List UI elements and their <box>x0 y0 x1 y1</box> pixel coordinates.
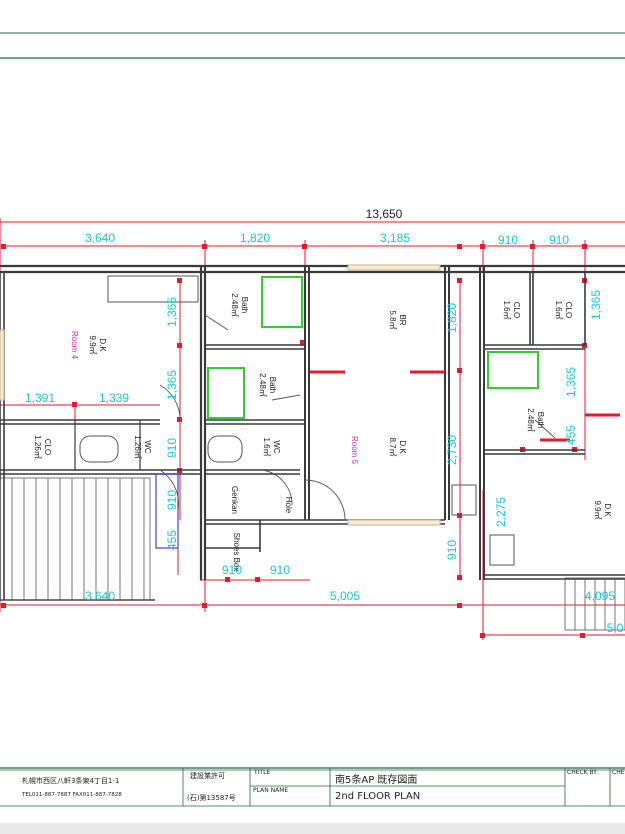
toilet-2 <box>207 435 243 463</box>
room-area: 9.9㎡ <box>593 500 602 519</box>
dim-v-7: 2,730 <box>445 435 459 465</box>
stairs <box>0 477 625 631</box>
permit-number: (石)第13587号 <box>187 794 236 802</box>
dim-v-1: 1,365 <box>165 297 179 327</box>
dim-bottom-1: 3,640 <box>85 589 115 603</box>
dim-small-2: 1,339 <box>99 391 129 405</box>
room-labels: D.K 9.9㎡ Bath 2.48㎡ BR 5.8㎡ CLO 1.6㎡ CLO… <box>33 293 612 571</box>
sink-1 <box>451 484 477 516</box>
walls <box>0 264 625 601</box>
dim-top-5: 910 <box>549 233 569 247</box>
dim-small-1: 1,391 <box>25 391 55 405</box>
room-name: Bath <box>268 377 277 393</box>
viewer-bottom-band <box>0 823 625 834</box>
bathtub-3 <box>487 351 539 389</box>
dim-top-2: 1,820 <box>240 231 270 245</box>
dim-top-4: 910 <box>498 233 518 247</box>
room-name: D.K <box>603 503 612 517</box>
room-tags: Room 4 Room 5 <box>70 331 359 465</box>
dim-v-2: 1,365 <box>165 370 179 400</box>
room-name: D.K <box>98 338 107 352</box>
room-area: 1.6㎡ <box>502 300 511 319</box>
room-tag: Room 4 <box>70 331 79 360</box>
dim-small-4: 910 <box>270 563 290 577</box>
room-name: D.K <box>398 440 407 454</box>
room-name: Bath <box>536 412 545 428</box>
door-swings <box>159 314 556 521</box>
company-contact: TEL011-887-7887 FAX011-887-7828 <box>22 792 122 798</box>
label-hole: Hole <box>284 497 293 514</box>
room-area: 2.48㎡ <box>526 408 535 432</box>
dim-v-10: 1,365 <box>589 290 603 320</box>
room-name: CLO <box>43 439 52 455</box>
dim-bottom-3: 4,095 <box>585 589 615 603</box>
title-label: TITLE <box>254 769 271 776</box>
kitchen-counter <box>107 275 199 303</box>
room-name: WC <box>272 440 281 454</box>
room-area: 1.6㎡ <box>262 437 271 456</box>
check-label-cut: CHE <box>612 769 625 776</box>
sheet-frame <box>0 32 625 769</box>
partition-stubs <box>310 370 620 442</box>
room-name: WC <box>143 440 152 454</box>
dim-bottom-4: 5,0 <box>607 621 624 635</box>
dim-small-3: 910 <box>222 563 242 577</box>
room-area: 9.9㎡ <box>88 335 97 354</box>
sink-2 <box>489 534 515 566</box>
permit-title: 建設業許可 <box>190 772 225 780</box>
room-area: 2.48㎡ <box>258 373 267 397</box>
room-area: 5.8㎡ <box>388 310 397 329</box>
dim-v-6: 1,820 <box>445 303 459 333</box>
dim-v-12: 455 <box>564 425 578 445</box>
title-block <box>0 768 625 807</box>
dim-top-3: 3,185 <box>380 231 410 245</box>
dim-bottom-2: 5,005 <box>330 589 360 603</box>
stair-door-frame <box>155 473 179 549</box>
dim-v-8: 910 <box>445 540 459 560</box>
plan-name-label: PLAN NAME <box>253 787 289 794</box>
dim-v-9: 2,275 <box>494 497 508 527</box>
dim-v-4: 910 <box>165 490 179 510</box>
drawing-title: 南5条AP 既存図面 <box>335 775 418 786</box>
room-name: CLO <box>512 302 521 318</box>
fixtures <box>79 275 539 566</box>
room-area: 1.26㎡ <box>133 435 142 459</box>
room-area: 8.7㎡ <box>388 437 397 456</box>
room-name: CLO <box>564 302 573 318</box>
room-area: 1.26㎡ <box>33 435 42 459</box>
label-genkan: Genkan <box>230 486 239 514</box>
plan-name: 2nd FLOOR PLAN <box>335 791 421 802</box>
dim-v-3: 910 <box>165 438 179 458</box>
room-name: Bath <box>240 297 249 313</box>
room-area: 1.6㎡ <box>554 300 563 319</box>
dim-overall: 13,650 <box>366 207 403 221</box>
bathtub-2 <box>207 367 245 419</box>
label-shoes-box: Shoes Box <box>232 533 241 572</box>
dim-v-11: 1,365 <box>564 367 578 397</box>
check-by-label: CHECK BY <box>567 769 597 776</box>
room-tag: Room 5 <box>350 436 359 465</box>
room-area: 2.48㎡ <box>230 293 239 317</box>
bathtub-1 <box>261 276 303 328</box>
room-name: BR <box>398 314 407 325</box>
windows <box>0 264 441 526</box>
toilet-1 <box>79 435 119 463</box>
dim-top-1: 3,640 <box>85 231 115 245</box>
dimension-texts: 13,650 3,640 1,820 3,185 910 910 3,640 5… <box>25 207 624 635</box>
company-address: 札幌市西区八軒3条東4丁目1-1 <box>22 777 120 785</box>
dim-v-5: 455 <box>165 530 179 550</box>
